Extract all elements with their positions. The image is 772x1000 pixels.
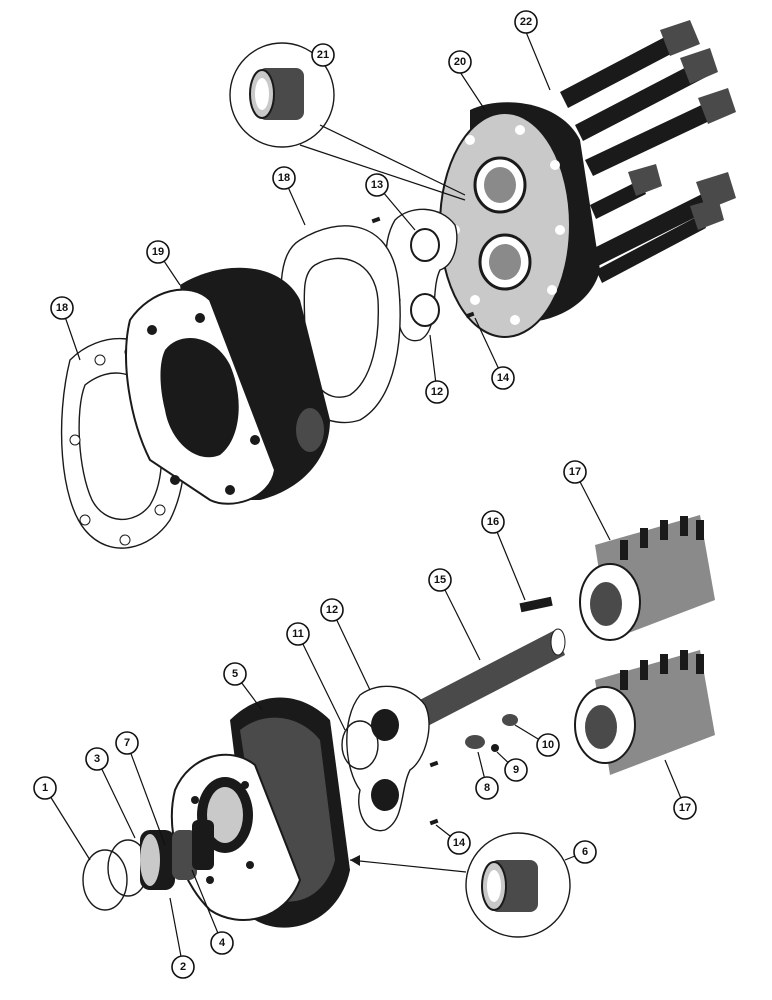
callout-1: 1 bbox=[33, 776, 57, 800]
callout-12-upper: 12 bbox=[425, 380, 449, 404]
callout-11: 11 bbox=[286, 622, 310, 646]
callout-18-left: 18 bbox=[50, 296, 74, 320]
callout-6-label: 6 bbox=[582, 846, 588, 858]
key bbox=[519, 596, 553, 613]
relief-spring bbox=[502, 714, 518, 726]
pump-body bbox=[125, 267, 330, 505]
callout-4-label: 4 bbox=[219, 937, 226, 949]
callout-18-right: 18 bbox=[272, 166, 296, 190]
gasket-left bbox=[60, 338, 186, 549]
callout-9-label: 9 bbox=[513, 764, 519, 776]
callout-5: 5 bbox=[223, 662, 247, 686]
bolt bbox=[590, 172, 736, 266]
callout-20: 20 bbox=[448, 50, 472, 74]
bolt bbox=[575, 48, 718, 141]
callout-4: 4 bbox=[210, 931, 234, 955]
callout-17-lower-label: 17 bbox=[679, 802, 691, 814]
callout-18-left-label: 18 bbox=[56, 302, 68, 314]
callout-1-label: 1 bbox=[42, 782, 48, 794]
callout-16: 16 bbox=[481, 510, 505, 534]
callout-14-lower-label: 14 bbox=[453, 837, 466, 849]
dowel-pin bbox=[429, 818, 439, 826]
callout-3: 3 bbox=[85, 747, 109, 771]
mounting-flange bbox=[171, 697, 350, 928]
relief-plug bbox=[465, 735, 485, 749]
bearing-inset-bottom bbox=[349, 832, 571, 938]
callout-19-label: 19 bbox=[152, 246, 164, 258]
callout-6: 6 bbox=[573, 840, 597, 864]
callout-17-upper-label: 17 bbox=[569, 466, 581, 478]
callout-7-label: 7 bbox=[124, 737, 130, 749]
bearing-inset-top bbox=[229, 42, 466, 201]
drive-shaft bbox=[410, 628, 566, 730]
bearing-stack bbox=[82, 820, 214, 911]
callout-2: 2 bbox=[171, 955, 195, 979]
callout-10: 10 bbox=[536, 733, 560, 757]
callout-10-label: 10 bbox=[542, 739, 554, 751]
callout-12-lower-label: 12 bbox=[326, 604, 338, 616]
callout-21-label: 21 bbox=[317, 49, 329, 61]
callout-5-label: 5 bbox=[232, 668, 238, 680]
callout-15-label: 15 bbox=[434, 574, 446, 586]
bolt bbox=[596, 198, 724, 283]
bolt bbox=[560, 20, 700, 108]
callout-15: 15 bbox=[428, 568, 452, 592]
callout-17-upper: 17 bbox=[563, 460, 587, 484]
callout-21: 21 bbox=[311, 43, 335, 67]
callout-7: 7 bbox=[115, 731, 139, 755]
callout-14-upper-label: 14 bbox=[497, 372, 510, 384]
callout-11-label: 11 bbox=[292, 628, 304, 640]
wear-plate-bottom bbox=[346, 685, 430, 832]
bolt bbox=[590, 164, 662, 219]
callout-20-label: 20 bbox=[454, 56, 466, 68]
bolt-set bbox=[560, 20, 736, 283]
seal-ring bbox=[341, 720, 379, 770]
callout-3-label: 3 bbox=[94, 753, 100, 765]
callout-16-label: 16 bbox=[487, 516, 499, 528]
end-cover bbox=[439, 102, 600, 338]
callout-13-label: 13 bbox=[371, 179, 383, 191]
callout-12-lower: 12 bbox=[320, 598, 344, 622]
callout-18-right-label: 18 bbox=[278, 172, 290, 184]
callout-22-label: 22 bbox=[520, 16, 532, 28]
wear-plate-top bbox=[371, 208, 475, 342]
gear-top bbox=[579, 515, 715, 641]
dowel-pin bbox=[429, 760, 439, 768]
callout-13: 13 bbox=[365, 173, 389, 197]
callout-14-upper: 14 bbox=[491, 366, 515, 390]
callout-8-label: 8 bbox=[484, 782, 490, 794]
callout-14-lower: 14 bbox=[447, 831, 471, 855]
callout-8: 8 bbox=[475, 776, 499, 800]
callout-9: 9 bbox=[504, 758, 528, 782]
callout-17-lower: 17 bbox=[673, 796, 697, 820]
bolt bbox=[585, 88, 736, 176]
callout-19: 19 bbox=[146, 240, 170, 264]
callout-22: 22 bbox=[514, 10, 538, 34]
callout-12-upper-label: 12 bbox=[431, 386, 443, 398]
relief-ball bbox=[491, 744, 499, 752]
callout-2-label: 2 bbox=[180, 961, 186, 973]
gear-bottom bbox=[574, 650, 715, 775]
